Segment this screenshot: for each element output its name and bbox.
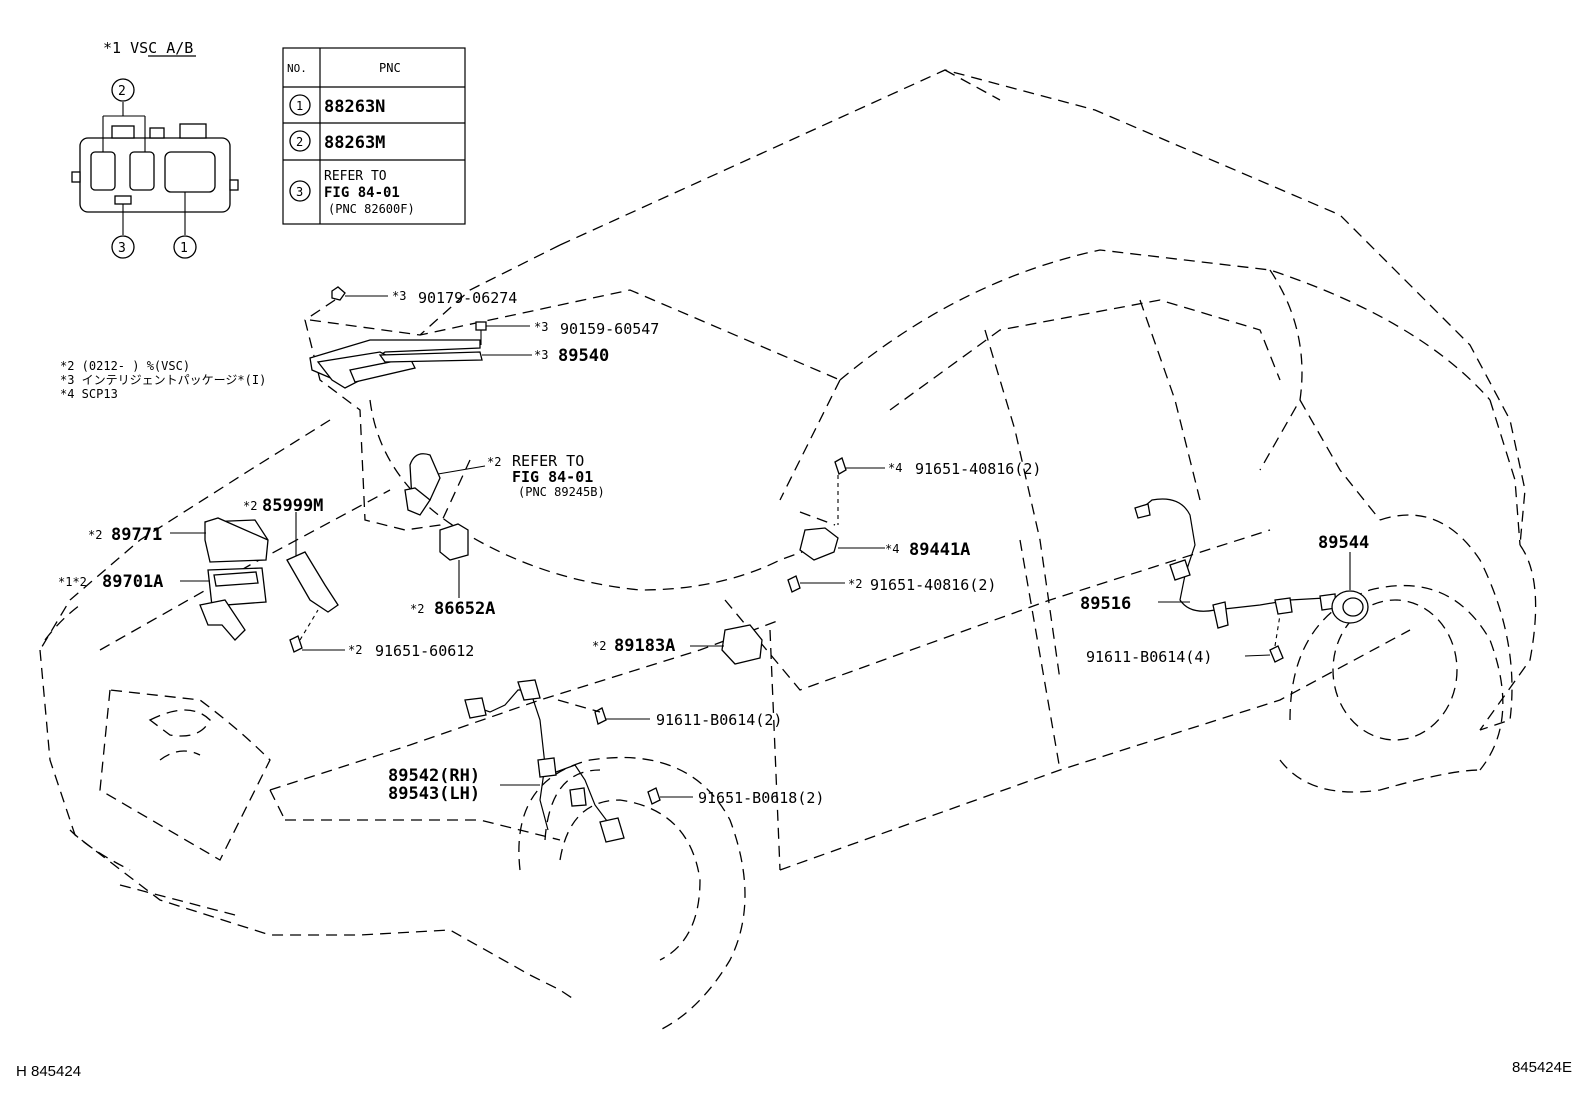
label-91611-B0614-4: 91611-B0614(4): [1086, 648, 1212, 666]
label-mark: *2: [88, 528, 102, 542]
pnc-row-no: 2: [296, 135, 303, 149]
label-refer-line: REFER TO: [512, 452, 584, 470]
label-91611-B0614-2: 91611-B0614(2): [656, 711, 782, 729]
pnc-row-value: 88263M: [324, 133, 385, 153]
label-mark: *3: [534, 320, 548, 334]
footnotes: *2 (0212- ) %(VSC) *3 インテリジェントパッケージ*(I) …: [60, 359, 266, 401]
sensor-89183a: [690, 624, 763, 665]
label-mark: *2: [592, 639, 606, 653]
footer-right-code: 845424E: [1511, 1059, 1572, 1076]
pnc-row-no: 3: [296, 185, 303, 199]
label-mark: *4: [885, 542, 899, 556]
label-89544: 89544: [1318, 533, 1369, 553]
label-mark: *2: [848, 577, 862, 591]
label-mark: *2: [410, 602, 424, 616]
label-mark: *3: [534, 348, 548, 362]
footnote: *4 SCP13: [60, 387, 118, 401]
front-wheel: [518, 756, 746, 1031]
footnote: *3 インテリジェントパッケージ*(I): [60, 373, 266, 387]
car-body-outline: [39, 69, 1537, 1001]
label-91651-40816-bottom: 91651-40816(2): [870, 576, 996, 594]
sensor-89441a: [787, 457, 885, 593]
label-89540: 89540: [558, 346, 609, 366]
label-mark: *2: [243, 499, 257, 513]
footnote: *2 (0212- ) %(VSC): [60, 359, 190, 373]
pnc-table: NO. PNC 1 88263N 2 88263M 3 REFER TO FIG…: [282, 47, 466, 225]
pnc-row-value-line: REFER TO: [324, 169, 387, 184]
label-89183A: 89183A: [614, 636, 675, 656]
front-grille: [99, 689, 271, 861]
rear-wheel: [1279, 584, 1504, 793]
label-mark: *4: [888, 461, 902, 475]
front-speed-sensor: [464, 679, 693, 843]
label-89543-lh: 89543(LH): [388, 784, 480, 804]
label-mark: *1*2: [58, 575, 87, 589]
label-89542-rh: 89542(RH): [388, 766, 480, 786]
label-refer-line: (PNC 89245B): [518, 485, 605, 499]
switch-86652a: [439, 523, 469, 598]
label-89771: 89771: [111, 525, 162, 545]
pnc-row-value-line: FIG 84-01: [324, 185, 400, 201]
pnc-row-value-line: (PNC 82600F): [328, 202, 415, 216]
yaw-sensor: [404, 453, 486, 516]
footer-left-code: H 845424: [16, 1063, 82, 1080]
ecu-assembly: [304, 286, 532, 531]
label-91651-60612: 91651-60612: [375, 642, 474, 660]
rear-speed-sensor: [1134, 498, 1369, 663]
label-91651-40816-top: 91651-40816(2): [915, 460, 1041, 478]
inset-callout-2: 2: [118, 84, 126, 99]
pnc-table-header-pnc: PNC: [379, 61, 401, 75]
inset-callout-3: 3: [118, 241, 126, 256]
label-86652A: 86652A: [434, 599, 495, 619]
label-89516: 89516: [1080, 594, 1131, 614]
label-mark: *2: [487, 455, 501, 469]
label-90179-06274: 90179-06274: [418, 289, 517, 307]
relay-box-assembly: [170, 512, 345, 653]
inset-callout-1: 1: [180, 241, 188, 256]
label-85999M: 85999M: [262, 496, 323, 516]
label-mark: *3: [392, 289, 406, 303]
inset-title: *1 VSC A/B: [103, 39, 193, 57]
label-mark: *2: [348, 643, 362, 657]
label-90159-60547: 90159-60547: [560, 320, 659, 338]
label-89441A: 89441A: [909, 540, 970, 560]
pnc-table-header-no: NO.: [287, 62, 307, 75]
vsc-actuator-inset: *1 VSC A/B 2 3 1: [71, 39, 239, 259]
label-89701A: 89701A: [102, 572, 163, 592]
pnc-row-value: 88263N: [324, 97, 385, 117]
label-91651-B0618: 91651-B0618(2): [698, 789, 824, 807]
pnc-row-no: 1: [296, 99, 303, 113]
label-refer-line: FIG 84-01: [512, 468, 593, 486]
